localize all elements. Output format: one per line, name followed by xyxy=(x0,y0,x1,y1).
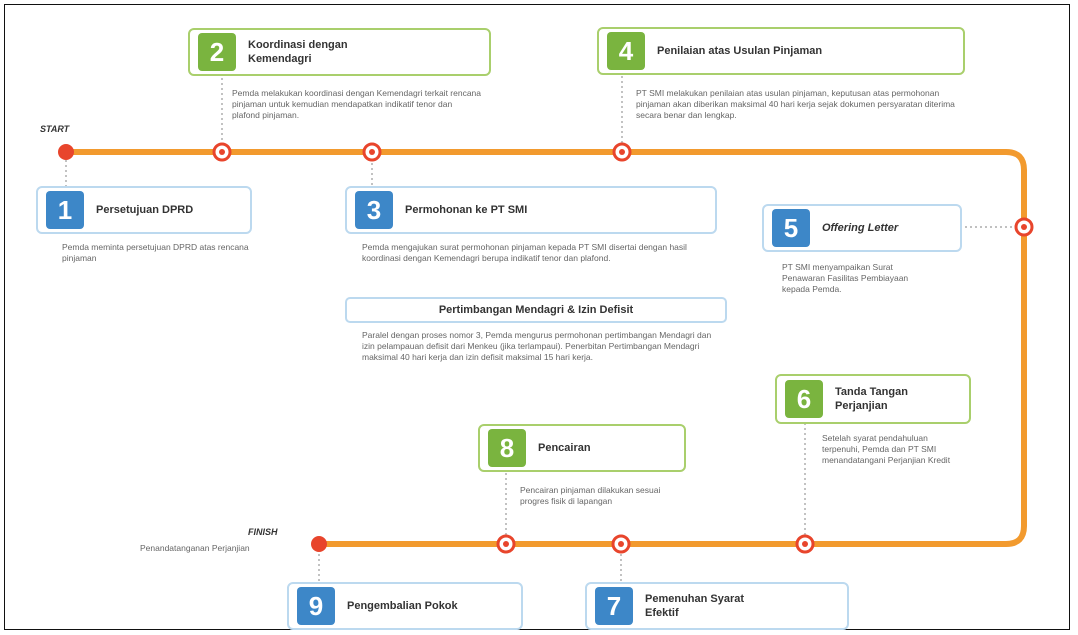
finish-label: FINISH xyxy=(248,527,278,537)
step-9-number: 9 xyxy=(297,587,335,625)
step-2-card: 2 Koordinasi dengan Kemendagri xyxy=(188,28,491,76)
step-7-number: 7 xyxy=(595,587,633,625)
step-5-number: 5 xyxy=(772,209,810,247)
step-4-number: 4 xyxy=(607,32,645,70)
step-3-card: 3 Permohonan ke PT SMI xyxy=(345,186,717,234)
step-5-desc: PT SMI menyampaikan Surat Penawaran Fasi… xyxy=(782,262,909,294)
step-4-card: 4 Penilaian atas Usulan Pinjaman xyxy=(597,27,965,75)
marker-7 xyxy=(611,534,631,554)
step-6-title: Tanda Tangan Perjanjian xyxy=(835,386,908,412)
step-9-card: 9 Pengembalian Pokok xyxy=(287,582,523,630)
step-3-desc: Pemda mengajukan surat permohonan pinjam… xyxy=(362,242,687,263)
start-label: START xyxy=(40,124,70,134)
step-4-title: Penilaian atas Usulan Pinjaman xyxy=(657,45,823,57)
marker-4 xyxy=(612,142,632,162)
step-2-title: Koordinasi dengan Kemendagri xyxy=(248,39,348,65)
banner-pertimbangan: Pertimbangan Mendagri & Izin Defisit xyxy=(345,297,727,323)
step-5-title: Offering Letter xyxy=(822,222,899,234)
step-6-card: 6 Tanda Tangan Perjanjian xyxy=(775,374,971,424)
step-8-number: 8 xyxy=(488,429,526,467)
finish-sublabel: Penandatanganan Perjanjian xyxy=(140,543,250,553)
step-8-card: 8 Pencairan xyxy=(478,424,686,472)
step-5-card: 5 Offering Letter xyxy=(762,204,962,252)
step-1-number: 1 xyxy=(46,191,84,229)
step-3-number: 3 xyxy=(355,191,393,229)
step-3-title: Permohonan ke PT SMI xyxy=(405,204,528,216)
step-8-title: Pencairan xyxy=(538,442,591,454)
step-1-title: Persetujuan DPRD xyxy=(96,204,194,216)
timeline-path xyxy=(63,149,1027,547)
step-2-desc: Pemda melakukan koordinasi dengan Kemend… xyxy=(232,88,482,120)
step-6-desc: Setelah syarat pendahuluan terpenuhi, Pe… xyxy=(822,433,951,465)
step-1-card: 1 Persetujuan DPRD xyxy=(36,186,252,234)
step-9-title: Pengembalian Pokok xyxy=(347,600,458,612)
step-4-desc: PT SMI melakukan penilaian atas usulan p… xyxy=(636,88,955,120)
start-dot xyxy=(58,144,74,160)
step-2-number: 2 xyxy=(198,33,236,71)
step-7-title: Pemenuhan Syarat Efektif xyxy=(645,593,745,619)
marker-5 xyxy=(1014,217,1034,237)
finish-dot xyxy=(311,536,327,552)
marker-2 xyxy=(212,142,232,162)
marker-3 xyxy=(362,142,382,162)
step-7-card: 7 Pemenuhan Syarat Efektif xyxy=(585,582,849,630)
marker-8 xyxy=(496,534,516,554)
step-8-desc: Pencairan pinjaman dilakukan sesuai prog… xyxy=(520,485,661,506)
step-6-number: 6 xyxy=(785,380,823,418)
step-1-desc: Pemda meminta persetujuan DPRD atas renc… xyxy=(62,242,249,263)
diagram-frame xyxy=(4,4,1070,630)
marker-6 xyxy=(795,534,815,554)
banner-desc: Paralel dengan proses nomor 3, Pemda men… xyxy=(362,330,712,362)
